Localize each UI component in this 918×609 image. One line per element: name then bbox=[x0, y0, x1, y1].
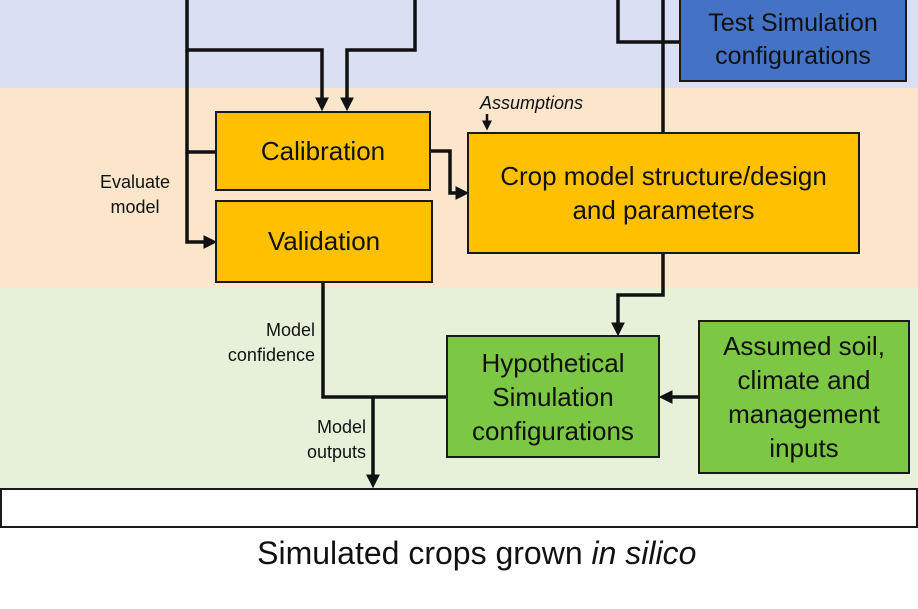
crop-model-to-hypothetical-arrow bbox=[611, 253, 665, 337]
assumed-inputs-box: Assumed soil, climate and management inp… bbox=[698, 320, 910, 474]
assumed-inputs-line4: inputs bbox=[769, 433, 839, 463]
model-outputs-label: Model outputs bbox=[282, 415, 366, 465]
evaluate-model-to-validation-line bbox=[185, 152, 218, 249]
hypothetical-line1: Hypothetical bbox=[481, 347, 625, 378]
hypothetical-simulation-box: Hypothetical Simulation configurations bbox=[446, 335, 660, 458]
calibration-box: Calibration bbox=[215, 111, 431, 191]
model-confidence-line1: Model bbox=[265, 320, 315, 340]
evaluate-model-line1: Evaluate bbox=[99, 172, 171, 192]
validation-confidence-line bbox=[321, 283, 448, 399]
simulated-crops-italic: in silico bbox=[591, 535, 697, 571]
evaluate-model-label: Evaluate model bbox=[90, 170, 180, 220]
simulated-crops-text: Simulated crops grown bbox=[257, 535, 592, 571]
evaluate-model-line2: model bbox=[110, 197, 160, 217]
validation-label: Validation bbox=[267, 226, 381, 256]
crop-model-line2: and parameters bbox=[572, 195, 755, 225]
top-to-test-sim-line bbox=[616, 0, 680, 44]
simulated-crops-box: Simulated crops grown in silico bbox=[0, 488, 918, 571]
test-simulation-line1: Test Simulation bbox=[708, 9, 878, 37]
connector-lines bbox=[185, 0, 698, 489]
model-confidence-line2: confidence bbox=[227, 345, 315, 365]
validation-box: Validation bbox=[215, 200, 433, 283]
calibration-to-crop-model-arrow bbox=[430, 149, 470, 200]
crop-model-line1: Crop model structure/design bbox=[500, 161, 827, 191]
assumed-inputs-line3: management bbox=[728, 399, 880, 429]
observed-data-to-calibration-line-2 bbox=[340, 0, 417, 112]
calibration-label: Calibration bbox=[260, 135, 386, 166]
hypothetical-line3: configurations bbox=[472, 415, 634, 446]
evaluate-model-to-calibration-line bbox=[185, 50, 216, 154]
assumptions-label: Assumptions bbox=[480, 93, 584, 113]
test-simulation-box: Test Simulation configurations bbox=[679, 0, 907, 82]
test-simulation-line2: configurations bbox=[715, 42, 871, 70]
observed-data-to-calibration-line bbox=[185, 0, 329, 112]
model-confidence-label: Model confidence bbox=[205, 318, 315, 368]
model-outputs-line2: outputs bbox=[306, 442, 366, 462]
assumed-inputs-line1: Assumed soil, bbox=[723, 331, 885, 361]
hypothetical-line2: Simulation bbox=[492, 381, 614, 412]
crop-model-box: Crop model structure/design and paramete… bbox=[467, 132, 860, 254]
assumed-inputs-line2: climate and bbox=[737, 365, 871, 395]
model-outputs-line1: Model bbox=[316, 417, 366, 437]
